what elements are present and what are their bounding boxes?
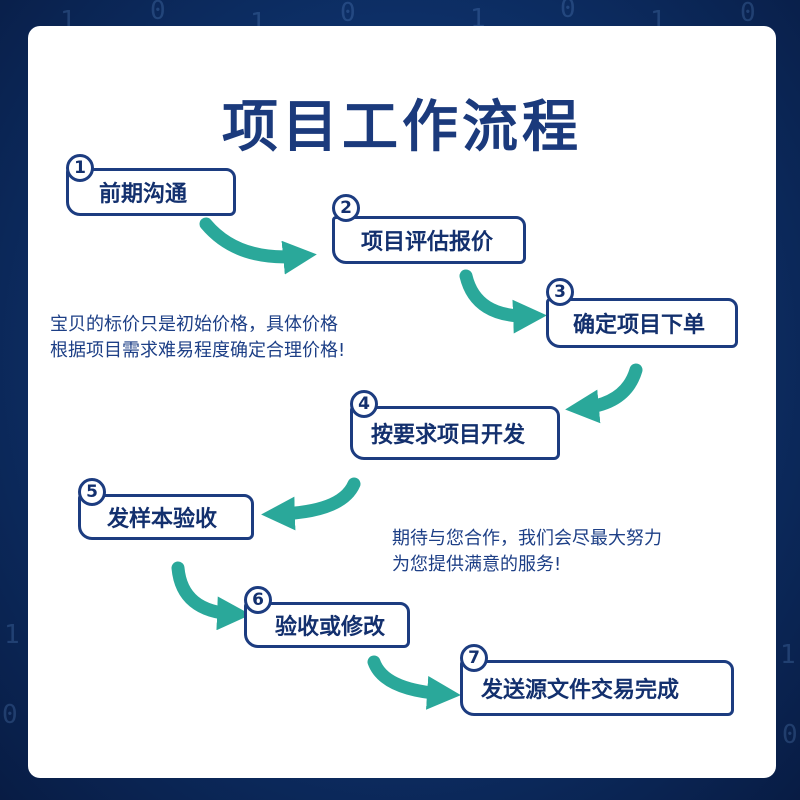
step-4-label: 按要求项目开发 [371,423,526,448]
bg-digit: 0 [782,720,798,750]
price-note-line2: 根据项目需求难易程度确定合理价格! [50,340,346,361]
bg-digit: 0 [740,0,756,28]
step-4-number: 4 [350,390,378,418]
price-note-line1: 宝贝的标价只是初始价格，具体价格 [50,314,338,335]
step-5-number: 5 [78,478,106,506]
arrow-5-to-6 [171,561,251,631]
step-6-label: 验收或修改 [275,615,386,640]
arrow-3-to-4 [565,363,643,424]
step-2-label: 项目评估报价 [361,230,494,255]
step-1-label: 前期沟通 [99,182,188,207]
step-5-label: 发样本验收 [107,507,218,532]
bg-digit: 0 [340,0,356,28]
step-7-box: 发送源文件交易完成 [460,660,734,716]
step-6-number: 6 [244,586,272,614]
bg-digit: 0 [2,700,18,730]
bg-digit: 1 [4,620,20,650]
step-3-label: 确定项目下单 [573,313,706,338]
arrow-2-to-3 [459,269,547,334]
step-1-box: 前期沟通 [66,168,236,216]
step-6-box: 验收或修改 [244,602,410,648]
step-3-box: 确定项目下单 [546,298,738,348]
flow-card: 项目工作流程 前期沟通 1 项目评估报价 2 确定项目下单 3 按要求项目开发 … [28,26,776,778]
step-1-number: 1 [66,154,94,182]
step-2-number: 2 [332,194,360,222]
arrow-6-to-7 [367,655,461,710]
step-7-label: 发送源文件交易完成 [481,678,680,703]
page-title: 项目工作流程 [222,95,582,160]
bg-digit: 0 [560,0,576,24]
step-4-box: 按要求项目开发 [350,406,560,460]
thanks-note-line1: 期待与您合作，我们会尽最大努力 [392,528,662,549]
step-2-box: 项目评估报价 [332,216,526,264]
price-note: 宝贝的标价只是初始价格，具体价格 根据项目需求难易程度确定合理价格! [50,312,345,364]
bg-digit: 1 [780,640,796,670]
step-7-number: 7 [460,644,488,672]
bg-digit: 0 [150,0,166,26]
arrow-1-to-2 [199,217,317,275]
arrow-4-to-5 [261,477,361,531]
thanks-note: 期待与您合作，我们会尽最大努力 为您提供满意的服务! [392,526,662,578]
step-5-box: 发样本验收 [78,494,254,540]
step-3-number: 3 [546,278,574,306]
thanks-note-line2: 为您提供满意的服务! [392,554,562,575]
